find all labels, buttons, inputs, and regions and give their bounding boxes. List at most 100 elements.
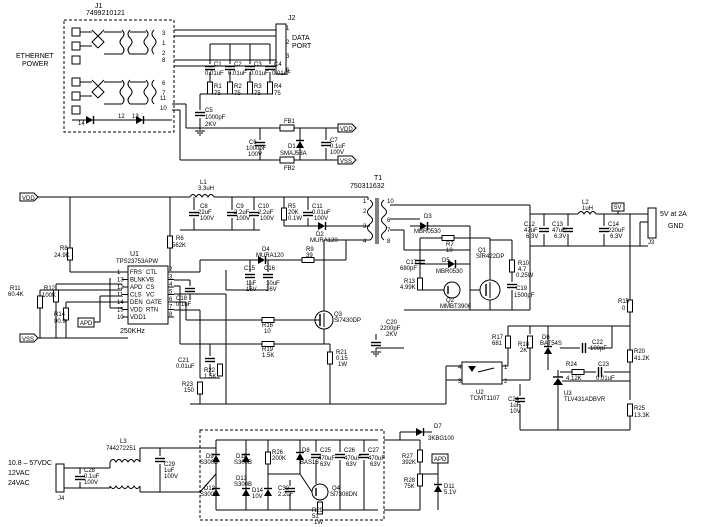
c8-rating: 100V (200, 216, 214, 222)
svg-text:10: 10 (387, 199, 394, 205)
r7-value: 10 (446, 248, 453, 254)
svg-text:2: 2 (504, 379, 508, 385)
r15-ref: R15 (618, 299, 630, 305)
c18-value: 0.1uF (176, 302, 192, 308)
r1-ref: R1 (214, 84, 222, 90)
d7-part: 3KBG100 (428, 436, 455, 442)
r7-ref: R7 (446, 242, 454, 248)
r12-value: 100K (42, 293, 56, 299)
q1-part: SIR422DP (476, 254, 504, 260)
r4-value: 75 (274, 91, 281, 97)
vdd-rail (38, 194, 368, 272)
c26-value: 470uF (344, 456, 361, 462)
d14-ref: D14 (252, 488, 264, 494)
c8-ref: C8 (200, 204, 208, 210)
d9-ref: D9 (206, 454, 214, 460)
vdd-flag-top (337, 123, 357, 133)
c28-ref: C28 (84, 468, 96, 474)
c13-value: 47uF (552, 228, 566, 234)
c8-value: 22uF (198, 210, 212, 216)
c1-ref: C1 (214, 62, 222, 68)
d10-ref: D10 (236, 454, 248, 460)
u1-pin-number-left: 14 (117, 300, 124, 306)
svg-text:7: 7 (387, 228, 391, 234)
l1-ref: L1 (200, 180, 207, 186)
u1-pin-number-left: 13 (117, 278, 124, 284)
data-port-label-2: PORT (292, 43, 312, 50)
u1-pin-name-right: VC (146, 293, 155, 299)
l2-value: 1uH (582, 206, 593, 212)
c19-value: 1500pF (514, 293, 535, 299)
r22-ref: R22 (204, 368, 216, 374)
c16-value: 10uF (266, 281, 280, 287)
r28-ref: R28 (404, 478, 416, 484)
u1-pin-name-left: CLS (130, 293, 142, 299)
r20-ref: R20 (634, 349, 646, 355)
c23-value: 0.01uF (596, 376, 615, 382)
svg-text:1: 1 (363, 199, 367, 205)
d3-ref: D3 (424, 214, 432, 220)
c28-rating: 100V (84, 480, 98, 486)
d8-ref: D8 (302, 448, 310, 454)
c27-value: 470uF (368, 456, 385, 462)
r6-ref: R6 (176, 236, 184, 242)
t1-part: 750311632 (350, 183, 385, 190)
j4-ref: J4 (58, 496, 65, 502)
c12-rating: 6.3V (526, 234, 538, 240)
svg-text:4: 4 (363, 239, 367, 245)
d3-part: MBR0530 (414, 229, 441, 235)
c28-value: 0.1uF (84, 474, 100, 480)
svg-text:2: 2 (162, 51, 166, 57)
q2-part: MMBT3906 (440, 304, 472, 310)
poe-input-filter (254, 124, 338, 164)
vss-label-left: VSS (22, 337, 34, 343)
d5-ref: D5 (442, 258, 450, 264)
u2-ref: U2 (476, 390, 484, 396)
d2-ref: D2 (316, 232, 324, 238)
u1-pin-number-left: 12 (117, 285, 124, 291)
u1-left-network (37, 271, 128, 339)
j1-ref: J1 (95, 3, 103, 10)
svg-text:6: 6 (286, 68, 290, 74)
c9-ref: C9 (236, 204, 244, 210)
l3-ref: L3 (120, 439, 127, 445)
j3-ref: J3 (648, 240, 655, 246)
c10-ref: C10 (258, 204, 270, 210)
r3-value: 75 (254, 91, 261, 97)
r14-ref: R14 (54, 312, 66, 318)
feedback-loop: 43 12 (330, 325, 633, 431)
c29-ref: C29 (164, 462, 176, 468)
c6-rating: 100V (248, 152, 262, 158)
c11-value: 0.01uF (312, 210, 331, 216)
c24-value: 1uF (510, 403, 521, 409)
d12-part: S300B (200, 492, 218, 498)
q3-primary-switch (312, 239, 346, 404)
transformer-t1: 12 34 106 78 (346, 197, 530, 245)
c15-value: 1uF (246, 281, 257, 287)
svg-text:2: 2 (286, 40, 290, 46)
svg-text:3: 3 (162, 31, 166, 37)
u3-part: TLV431ADBVR (564, 397, 606, 403)
u1-pin-name-right: VB (146, 278, 154, 284)
l3-part: 744272251 (106, 446, 137, 452)
r29-ref: R29 (312, 508, 324, 514)
c24-ref: C24 (508, 397, 520, 403)
d4-part: MURA120 (256, 253, 284, 259)
c17-value: 680pF (400, 266, 417, 272)
svg-text:6: 6 (387, 218, 391, 224)
c14-value: 220uF (608, 228, 625, 234)
c3-value: 0.01uF (250, 71, 269, 77)
c11-rating: 100V (314, 216, 328, 222)
ethernet-label-1: ETHERNET (16, 53, 54, 60)
r16-value: 10 (264, 329, 271, 335)
r20-value: 41.2K (634, 356, 650, 362)
u1-pin-name-right: CTL (146, 270, 158, 276)
c3-ref: C3 (254, 62, 262, 68)
q3-part: Si7430DP (334, 318, 361, 324)
r2-value: 75 (234, 91, 241, 97)
c29-value: 1uF (164, 468, 175, 474)
c2-value: 0.01uF (228, 71, 247, 77)
svg-text:3: 3 (458, 379, 462, 385)
c13-ref: C13 (552, 222, 564, 228)
